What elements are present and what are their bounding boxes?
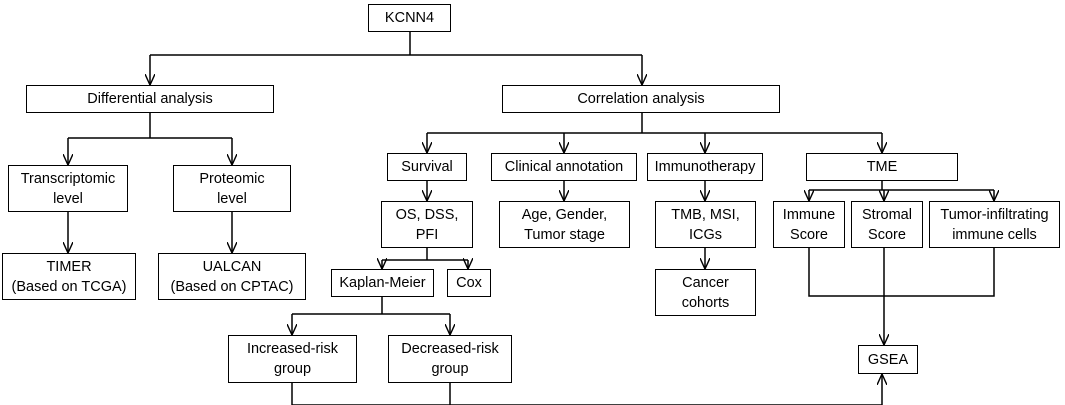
node-clinical-annotation: Clinical annotation xyxy=(491,153,637,181)
node-age-gender-stage: Age, Gender, Tumor stage xyxy=(499,201,630,248)
node-immune-score: Immune Score xyxy=(773,201,845,248)
node-immunotherapy: Immunotherapy xyxy=(647,153,763,181)
node-proteomic-level: Proteomic level xyxy=(173,165,291,212)
node-cancer-cohorts: Cancer cohorts xyxy=(655,269,756,316)
node-cox: Cox xyxy=(447,269,491,297)
node-increased-risk: Increased-risk group xyxy=(228,335,357,383)
node-tme: TME xyxy=(806,153,958,181)
node-decreased-risk: Decreased-risk group xyxy=(388,335,512,383)
node-timer: TIMER (Based on TCGA) xyxy=(2,253,136,300)
node-survival: Survival xyxy=(387,153,467,181)
node-tmb-msi-icgs: TMB, MSI, ICGs xyxy=(655,201,756,248)
node-gsea: GSEA xyxy=(858,345,918,374)
node-os-dss-pfi: OS, DSS, PFI xyxy=(381,201,473,248)
node-tumor-infiltrating: Tumor-infiltrating immune cells xyxy=(929,201,1060,248)
node-kaplan-meier: Kaplan-Meier xyxy=(331,269,434,297)
node-differential-analysis: Differential analysis xyxy=(26,85,274,113)
node-stromal-score: Stromal Score xyxy=(851,201,923,248)
node-kcnn4: KCNN4 xyxy=(368,4,451,32)
node-transcriptomic-level: Transcriptomic level xyxy=(8,165,128,212)
line-tme-merge xyxy=(808,248,995,297)
line-risk-merge xyxy=(291,383,882,405)
node-correlation-analysis: Correlation analysis xyxy=(502,85,780,113)
node-ualcan: UALCAN (Based on CPTAC) xyxy=(158,253,306,300)
